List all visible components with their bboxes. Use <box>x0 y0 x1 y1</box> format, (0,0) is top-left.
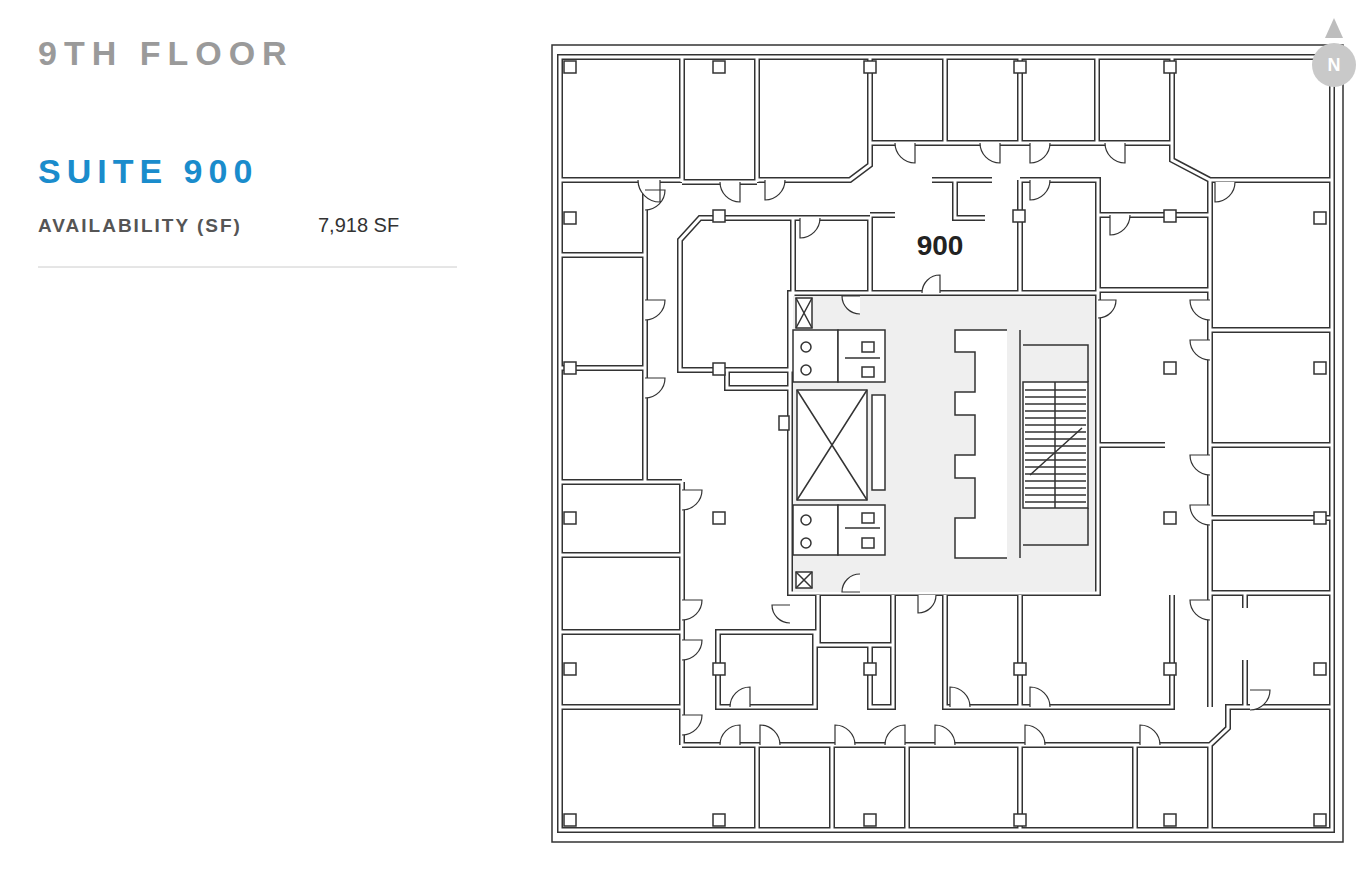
suite-floor-plan: 900 <box>552 45 1343 842</box>
availability-value: 7,918 SF <box>318 215 399 235</box>
north-compass: N <box>1312 43 1356 87</box>
availability-label: AVAILABILITY (SF) <box>38 216 242 235</box>
floor-title: 9TH FLOOR <box>38 36 294 70</box>
suite-number: 900 <box>917 232 964 260</box>
suite-name: SUITE 900 <box>38 154 258 188</box>
north-letter: N <box>1328 56 1341 74</box>
